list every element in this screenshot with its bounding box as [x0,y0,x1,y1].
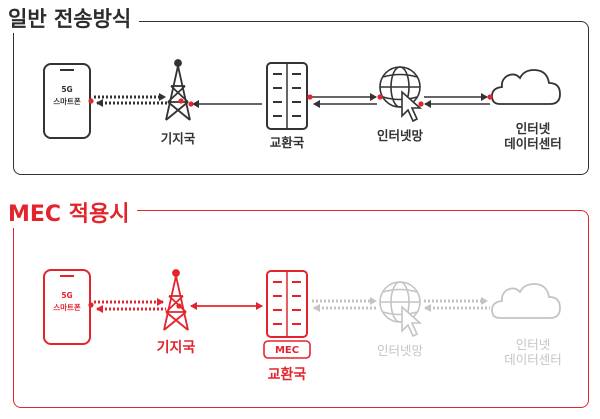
exchange-label: 교환국 [269,135,305,150]
phone-label-smartphone: 스마트폰 [53,302,81,312]
mec-badge: MEC [263,340,311,359]
globe-cursor-icon [379,281,423,338]
general-transmission-title: 일반 전송방식 [6,3,140,33]
cell-tower-icon [165,59,191,121]
cloud-icon [491,283,561,319]
internet-datacenter-label: 인터넷 데이터센터 [504,337,562,367]
phone-label-5g: 5G [61,291,72,300]
base-station-label: 기지국 [156,340,196,356]
cell-tower-icon [163,269,189,331]
general-transmission-panel [13,21,589,175]
mec-title: MEC 적용시 [6,196,138,228]
internet-network-label: 인터넷망 [376,128,423,143]
globe-cursor-icon [379,66,423,123]
exchange-label: 교환국 [267,367,307,383]
server-rack-icon [266,62,308,130]
internet-network-label: 인터넷망 [376,343,423,358]
server-rack-icon [266,270,308,338]
smartphone-icon: 5G 스마트폰 [43,269,91,345]
mec-badge-label: MEC [275,345,299,356]
top-connections [94,93,490,108]
phone-label-5g: 5G [61,85,72,94]
mec-panel [13,210,589,408]
base-station-label: 기지국 [160,131,196,146]
internet-datacenter-label: 인터넷 데이터센터 [504,121,562,151]
top-signal-dots [88,94,493,107]
cloud-icon [491,69,561,105]
bottom-connections [94,297,490,313]
phone-label-smartphone: 스마트폰 [53,96,81,106]
smartphone-icon: 5G 스마트폰 [43,63,91,139]
bottom-signal-dots [88,302,182,309]
